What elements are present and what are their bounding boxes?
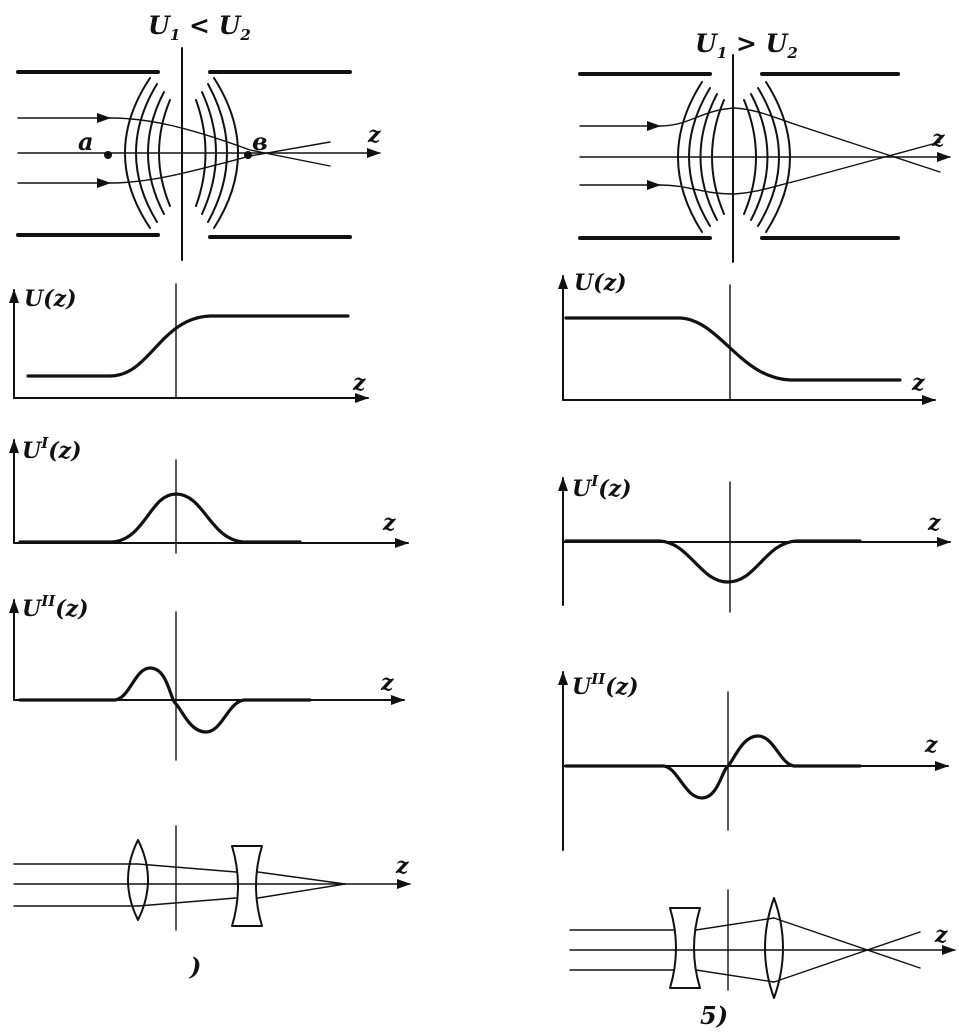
right-first-derivative-z-label: z: [927, 510, 941, 536]
left-trajectories: [17, 113, 381, 188]
right-lens-z-label: z: [931, 126, 945, 152]
right-panel-mark: 5): [700, 1001, 728, 1030]
left-potential-z-label: z: [352, 370, 366, 396]
left-point-a-dot: [104, 151, 112, 159]
right-first-derivative-plot: UI(z) z: [558, 472, 951, 613]
left-lens-z-label: z: [367, 122, 381, 148]
right-second-derivative-label: UII(z): [572, 670, 639, 700]
left-first-derivative-z-label: z: [382, 510, 396, 536]
left-lens-diagram: a в z: [16, 47, 381, 261]
left-point-b-label: в: [252, 127, 268, 156]
left-panel-mark: ): [189, 952, 201, 981]
left-second-derivative-plot: UII(z) z: [9, 592, 405, 761]
left-potential-label: U(z): [24, 286, 77, 312]
right-condition-label: U1 > U2: [695, 29, 798, 62]
left-condition-label: U1 < U2: [148, 11, 251, 44]
right-lens-diagram: z: [578, 54, 951, 263]
right-second-derivative-curve: [564, 734, 862, 800]
left-optical-equivalent: z ): [13, 825, 411, 981]
left-first-derivative-plot: UI(z) z: [9, 434, 409, 554]
right-optical-equivalent: z 5): [569, 889, 956, 1030]
right-first-derivative-curve: [564, 539, 862, 584]
left-second-derivative-label: UII(z): [22, 592, 89, 622]
left-potential-curve: [26, 314, 350, 378]
left-point-b-dot: [244, 151, 252, 159]
right-first-derivative-label: UI(z): [572, 472, 632, 502]
right-second-derivative-z-label: z: [924, 732, 938, 758]
left-potential-plot: U(z) z: [9, 283, 369, 403]
right-potential-curve: [564, 316, 902, 382]
left-converging-lens: [127, 839, 149, 921]
left-second-derivative-z-label: z: [380, 670, 394, 696]
right-potential-label: U(z): [574, 270, 627, 296]
right-second-derivative-plot: UII(z) z: [558, 670, 949, 851]
left-optics-z-label: z: [395, 853, 409, 879]
right-potential-plot: U(z) z: [558, 270, 936, 405]
left-first-derivative-curve: [18, 492, 302, 544]
left-diverging-lens: [231, 845, 263, 927]
left-first-derivative-label: UI(z): [22, 434, 82, 464]
right-converging-lens: [764, 897, 784, 999]
right-trajectories: [579, 107, 951, 195]
left-panel: U1 < U2: [9, 11, 411, 981]
right-panel: U1 > U2: [558, 29, 956, 1030]
left-second-derivative-curve: [18, 666, 312, 734]
right-optics-z-label: z: [934, 922, 948, 948]
left-point-a-label: a: [78, 127, 94, 156]
right-diverging-lens: [669, 907, 701, 989]
right-potential-z-label: z: [911, 370, 925, 396]
